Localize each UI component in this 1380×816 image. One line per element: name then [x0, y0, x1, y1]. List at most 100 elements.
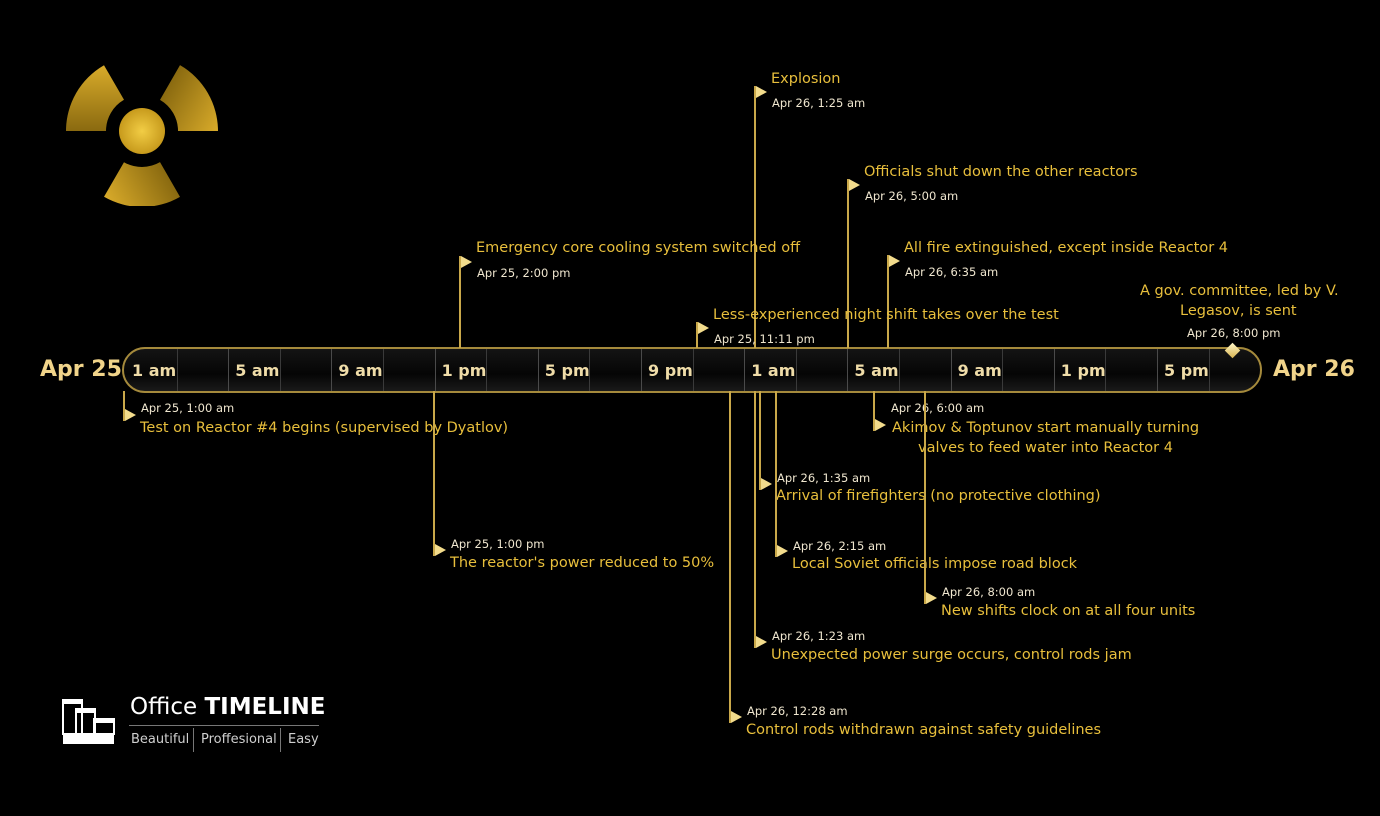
event-title: All fire extinguished, except inside Rea…	[904, 240, 1229, 256]
event-date: Apr 25, 2:00 pm	[477, 266, 571, 280]
event-date: Apr 25, 1:00 pm	[451, 537, 545, 551]
event-title: Test on Reactor #4 begins (supervised by…	[140, 420, 509, 436]
connector-line	[924, 391, 926, 604]
logo-tag: Easy	[288, 732, 319, 747]
event-date: Apr 25, 1:00 am	[141, 401, 235, 415]
scale-minor-tick	[692, 349, 694, 391]
event-title: Unexpected power surge occurs, control r…	[771, 647, 1132, 663]
flag-icon	[731, 711, 742, 723]
scale-tick	[434, 349, 436, 391]
event-title: Explosion	[771, 71, 841, 87]
event-title: Officials shut down the other reactors	[864, 164, 1138, 180]
connector-line	[847, 179, 849, 348]
event-date: Apr 26, 1:23 am	[772, 629, 866, 643]
event-title: The reactor's power reduced to 50%	[450, 555, 715, 571]
connector-line	[873, 391, 875, 431]
event-title: Arrival of firefighters (no protective c…	[776, 488, 1101, 504]
scale-label: 1 pm	[441, 361, 487, 380]
logo-brand-bold: TIMELINE	[204, 694, 326, 720]
scale-minor-tick	[383, 349, 384, 391]
scale-tick	[641, 349, 642, 391]
logo-brand: Office TIMELINE	[130, 694, 325, 720]
event-title: New shifts clock on at all four units	[941, 603, 1196, 619]
event-date: Apr 26, 1:35 am	[777, 471, 871, 485]
scale-tick	[331, 349, 333, 391]
connector-line	[887, 255, 889, 348]
flag-icon	[849, 179, 860, 191]
connector-line	[754, 391, 756, 648]
scale-tick	[950, 349, 952, 391]
connector-line	[759, 391, 761, 490]
event-title: Control rods withdrawn against safety gu…	[746, 722, 1102, 738]
event-date: Apr 26, 2:15 am	[793, 539, 887, 553]
flag-icon	[777, 545, 788, 557]
scale-tick	[744, 349, 746, 391]
scale-label: 1 pm	[1060, 361, 1106, 380]
event-title-line2: valves to feed water into Reactor 4	[918, 440, 1173, 456]
logo-separator	[193, 728, 194, 752]
scale-tick	[537, 349, 539, 391]
flag-icon	[461, 256, 472, 268]
event-date: Apr 26, 6:35 am	[905, 265, 999, 279]
milestone-title-line2: Legasov, is sent	[1180, 303, 1297, 319]
connector-line	[696, 322, 698, 348]
scale-minor-tick	[1002, 349, 1004, 391]
event-date: Apr 25, 11:11 pm	[714, 332, 815, 346]
scale-minor-tick	[1208, 349, 1210, 391]
end-date-label: Apr 26	[1273, 357, 1355, 382]
scale-label: 9 pm	[648, 361, 693, 380]
scale-minor-tick	[486, 349, 488, 391]
connector-line	[433, 391, 435, 556]
event-date: Apr 26, 1:25 am	[772, 96, 866, 110]
logo-tag: Proffesional	[201, 732, 277, 747]
connector-line	[729, 391, 731, 723]
scale-minor-tick	[795, 349, 797, 391]
scale-minor-tick	[1105, 349, 1107, 391]
flag-icon	[926, 592, 937, 604]
logo-tag: Beautiful	[131, 732, 190, 747]
scale-tick	[228, 349, 230, 391]
scale-tick	[847, 349, 849, 391]
flag-icon	[698, 322, 709, 334]
scale-label: 9 am	[338, 361, 383, 380]
scale-label: 1 am	[751, 361, 796, 380]
scale-tick	[1157, 349, 1158, 391]
flag-icon	[125, 409, 136, 421]
flag-icon	[756, 636, 767, 648]
scale-label: 9 am	[957, 361, 1002, 380]
connector-line	[459, 256, 461, 348]
event-date: Apr 26, 6:00 am	[891, 401, 985, 415]
start-date-label: Apr 25	[40, 357, 122, 382]
event-date: Apr 26, 8:00 am	[942, 585, 1036, 599]
connector-line	[123, 391, 125, 421]
milestone-date: Apr 26, 8:00 pm	[1187, 326, 1281, 340]
scale-minor-tick	[899, 349, 900, 391]
logo-brand-light: Office	[130, 694, 198, 720]
logo-divider	[129, 725, 319, 726]
logo-separator	[280, 728, 281, 752]
scale-minor-tick	[176, 349, 178, 391]
scale-label: 5 am	[854, 361, 899, 380]
flag-icon	[756, 86, 767, 98]
scale-minor-tick	[589, 349, 591, 391]
scale-label: 5 am	[235, 361, 280, 380]
event-title: Emergency core cooling system switched o…	[476, 240, 801, 256]
flag-icon	[875, 419, 886, 431]
flag-icon	[435, 544, 446, 556]
flag-icon	[761, 478, 772, 490]
scale-minor-tick	[279, 349, 281, 391]
scale-label: 5 pm	[544, 361, 590, 380]
event-title: Less-experienced night shift takes over …	[713, 307, 1059, 323]
timescale-bar: 1 am 5 am 9 am 1 pm 5 pm 9 pm 1 am 5 am 9 am 1 pm…	[122, 347, 1262, 393]
event-date: Apr 26, 12:28 am	[747, 704, 848, 718]
event-date: Apr 26, 5:00 am	[865, 189, 959, 203]
event-title: Akimov & Toptunov start manually turning	[892, 420, 1200, 436]
scale-label: 5 pm	[1164, 361, 1209, 380]
scale-tick	[1053, 349, 1055, 391]
scale-label: 1 am	[132, 361, 177, 380]
radiation-icon	[66, 65, 222, 206]
flag-icon	[889, 255, 900, 267]
office-timeline-logo-icon	[62, 699, 115, 744]
connector-line	[775, 391, 777, 557]
